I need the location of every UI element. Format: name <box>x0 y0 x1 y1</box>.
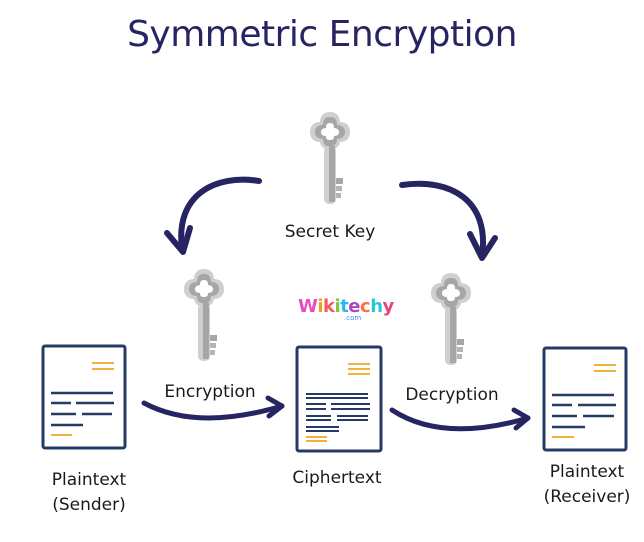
logo-letter: k <box>323 296 335 317</box>
wikitechy-logo: Wikitechy .com <box>298 296 394 326</box>
encryption-label: Encryption <box>164 382 256 402</box>
logo-letter: W <box>298 296 318 317</box>
logo-letter: i <box>334 296 341 317</box>
label-line2: (Receiver) <box>543 487 631 507</box>
logo-letter: h <box>370 296 383 317</box>
ciphertext-document-icon <box>295 345 383 453</box>
ciphertext-label: Ciphertext <box>272 466 402 491</box>
diagram-title: Symmetric Encryption <box>127 14 517 55</box>
logo-letter: t <box>340 296 349 317</box>
logo-letter: y <box>382 296 395 317</box>
decryption-label: Decryption <box>405 385 499 405</box>
plaintext-sender-label: Plaintext (Sender) <box>29 468 149 518</box>
encryption-arrow-icon <box>141 395 285 421</box>
logo-domain: .com <box>344 314 362 322</box>
curved-arrow-icon <box>164 176 262 255</box>
logo-letter: i <box>317 296 324 317</box>
secret-key-label: Secret Key <box>284 222 376 242</box>
decryption-arrow-icon <box>389 407 531 432</box>
plaintext-receiver-label: Plaintext (Receiver) <box>522 460 644 510</box>
plaintext-receiver-document-icon <box>542 346 628 452</box>
decryption-key-icon <box>431 273 471 365</box>
logo-letter: c <box>360 296 371 317</box>
encryption-key-icon <box>184 269 224 361</box>
plaintext-sender-document-icon <box>41 344 127 450</box>
label-line1: Ciphertext <box>292 468 382 488</box>
label-line1: Plaintext <box>549 462 625 482</box>
logo-letter: e <box>348 296 361 317</box>
secret-key-icon <box>310 112 350 204</box>
curved-arrow-icon <box>399 180 498 261</box>
logo-text: Wikitechy <box>298 296 394 317</box>
label-line1: Plaintext <box>51 470 127 490</box>
label-line2: (Sender) <box>52 495 126 515</box>
